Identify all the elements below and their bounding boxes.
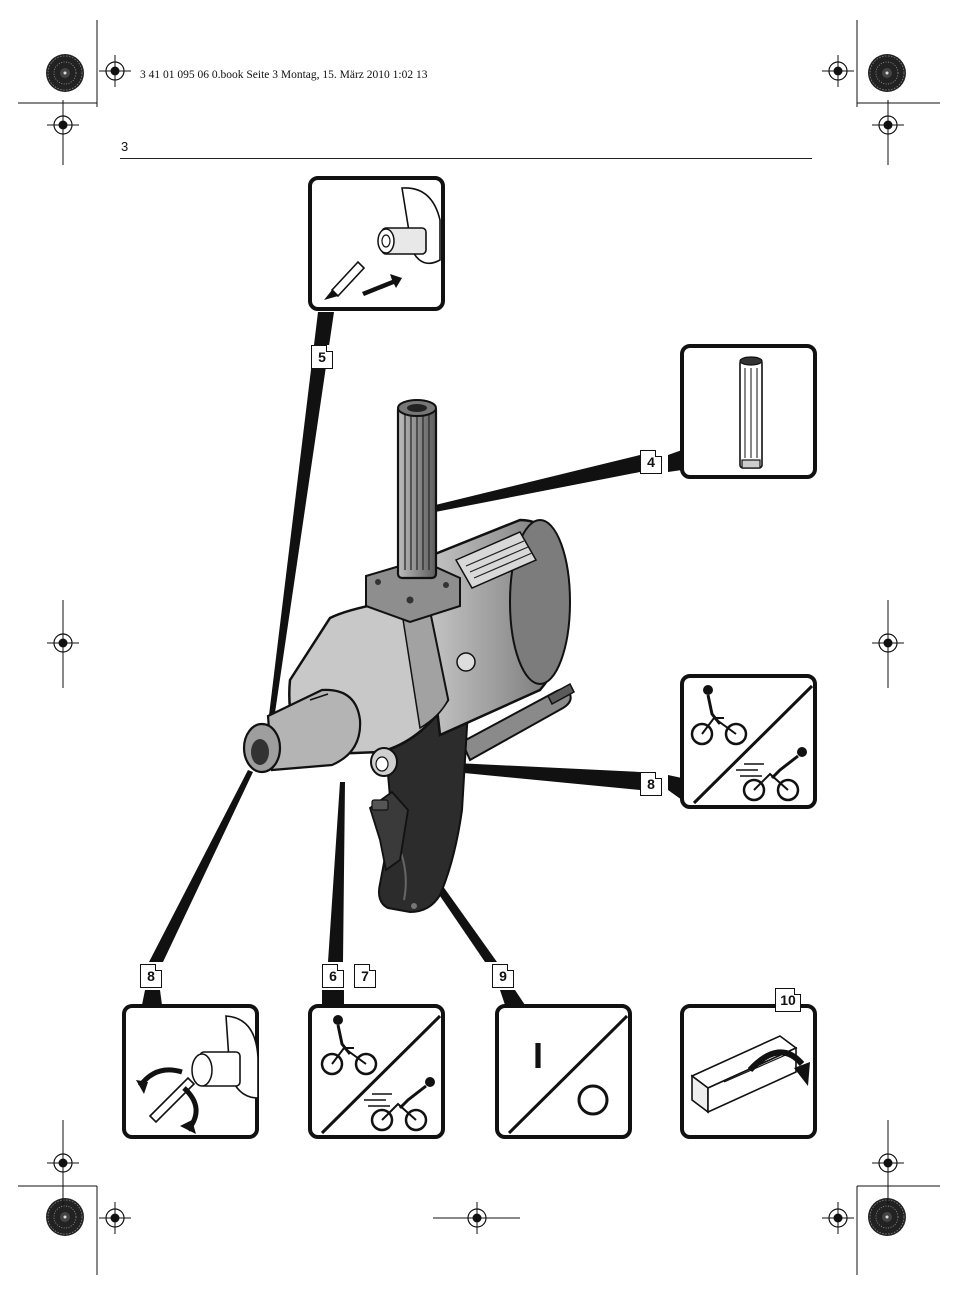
page-number: 3: [121, 139, 129, 154]
panel-toolbox: [680, 1004, 817, 1139]
callout-8-left: 8: [140, 964, 162, 988]
panel-speed-selection-bottom: [308, 1004, 445, 1139]
speed-slow-fast-icon: [320, 1014, 442, 1135]
panel-speed-selection: [680, 674, 817, 809]
chuck-rotate-icon: [136, 1015, 259, 1134]
callout-9: 9: [492, 964, 514, 988]
panel-on-off: I: [495, 1004, 632, 1139]
on-symbol: I: [533, 1035, 543, 1076]
callout-8-right: 8: [640, 772, 662, 796]
callout-6: 6: [322, 964, 344, 988]
on-off-icon: I: [507, 1014, 629, 1135]
mark-guides: [62, 100, 889, 1219]
header-rule: [120, 158, 812, 159]
callout-10: 10: [775, 988, 801, 1012]
panel-spindle-sleeve: [680, 344, 817, 479]
file-info-line: 3 41 01 095 06 0.book Seite 3 Montag, 15…: [140, 69, 428, 81]
drill-illustration: [242, 399, 575, 914]
panel-chuck: [122, 1004, 259, 1139]
crop-marks: [18, 20, 940, 1275]
toolbox-icon: [690, 1035, 810, 1114]
panel-tool-insert: [308, 176, 445, 311]
spindle-sleeve-icon: [739, 356, 763, 469]
callout-4: 4: [640, 450, 662, 474]
speed-slow-fast-icon: [690, 684, 814, 805]
tool-insert-icon: [324, 187, 441, 300]
callout-7: 7: [354, 964, 376, 988]
callout-5: 5: [311, 345, 333, 369]
